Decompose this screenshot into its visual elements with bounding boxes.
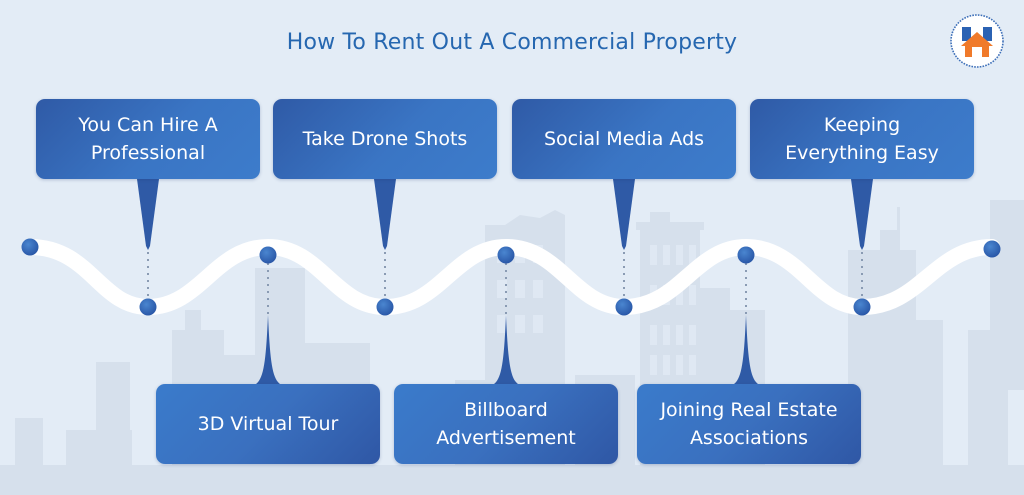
house-logo-icon (950, 14, 1004, 68)
step-label-line: Social Media Ads (543, 128, 705, 150)
page-title: How To Rent Out A Commercial Property (286, 30, 738, 55)
step-box-3d-virtual-tour: 3D Virtual Tour (156, 384, 380, 464)
step-box-social-media-ads: Social Media Ads (512, 99, 736, 179)
step-label-line: 3D Virtual Tour (197, 413, 339, 435)
step-box-drone-shots: Take Drone Shots (273, 99, 497, 179)
step-label-line: Joining Real Estate (660, 399, 838, 421)
step-label-line: Associations (689, 427, 809, 449)
step-label-line: Advertisement (436, 427, 576, 449)
step-label-line: You Can Hire A (78, 114, 218, 136)
step-label-line: Everything Easy (785, 142, 939, 164)
step-label-line: Billboard (464, 399, 548, 421)
step-label-line: Keeping (823, 114, 901, 136)
step-box-hire-professional: You Can Hire A Professional (36, 99, 260, 179)
step-label-line: Take Drone Shots (302, 128, 468, 150)
step-label-line: Professional (90, 142, 206, 164)
